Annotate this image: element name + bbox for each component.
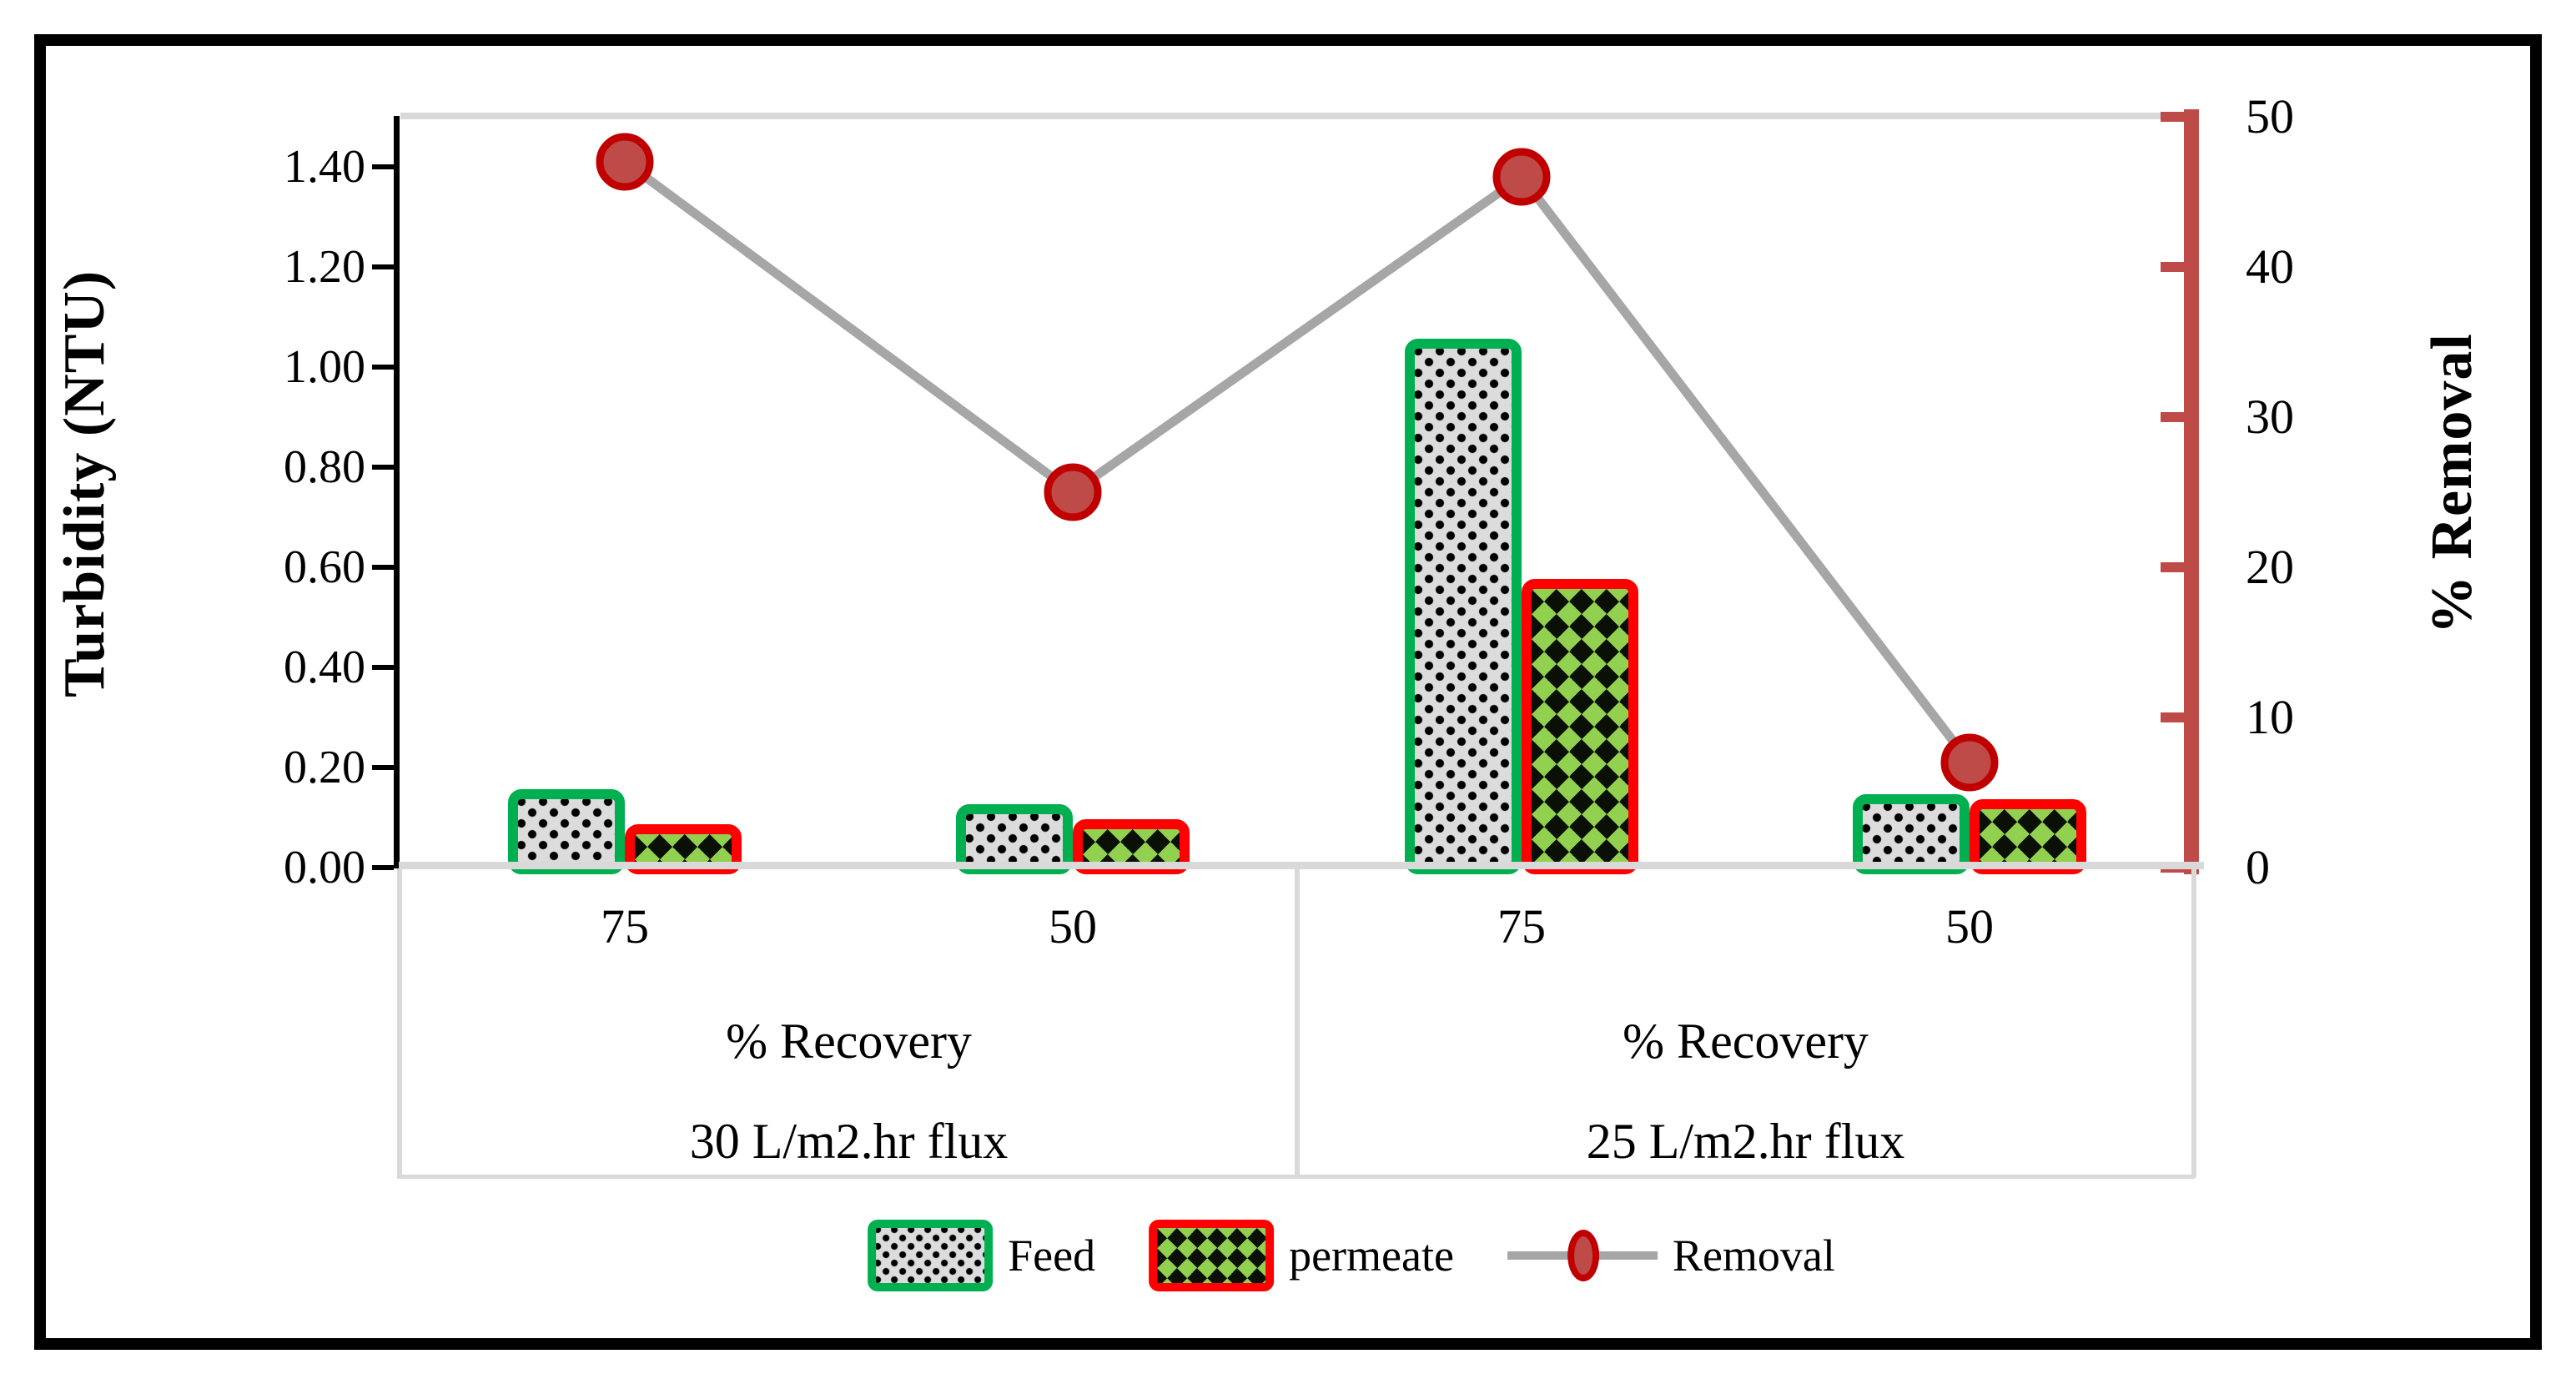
left-axis-tick-label: 1.00 bbox=[284, 341, 365, 393]
left-axis-tick bbox=[372, 665, 394, 670]
removal-marker bbox=[1940, 733, 1999, 792]
right-axis-tick-label: 10 bbox=[2246, 690, 2294, 744]
left-axis-tick bbox=[372, 264, 394, 269]
legend-item-removal: Removal bbox=[1507, 1220, 1835, 1291]
left-axis-tick bbox=[372, 465, 394, 470]
left-axis-tick bbox=[372, 164, 394, 169]
permeate-swatch-icon bbox=[1149, 1220, 1275, 1291]
x-group-label-recovery: % Recovery bbox=[1623, 1014, 1869, 1069]
right-axis-tick bbox=[2161, 262, 2184, 272]
feed-bar bbox=[508, 789, 625, 874]
legend-item-feed: Feed bbox=[868, 1220, 1095, 1291]
removal-marker-icon bbox=[1567, 1230, 1599, 1281]
right-axis-tick bbox=[2161, 562, 2184, 572]
removal-marker bbox=[596, 133, 654, 191]
removal-marker bbox=[1492, 148, 1551, 206]
x-label-separator bbox=[1295, 868, 1300, 1177]
chart-outer-border bbox=[34, 34, 2542, 1350]
permeate-bar bbox=[625, 824, 742, 874]
removal-line-marker-icon bbox=[1507, 1220, 1658, 1291]
left-axis-tick-label: 0.40 bbox=[284, 642, 365, 693]
left-axis-tick-label: 0.60 bbox=[284, 541, 365, 593]
left-axis-tick-label: 1.20 bbox=[284, 241, 365, 293]
removal-marker bbox=[1044, 463, 1102, 521]
legend-label-permeate: permeate bbox=[1289, 1231, 1454, 1281]
x-category-label: 50 bbox=[1945, 899, 1994, 954]
removal-line bbox=[621, 158, 1974, 766]
right-y-axis-line bbox=[2184, 109, 2199, 874]
x-label-separator bbox=[397, 868, 402, 1177]
left-axis-tick bbox=[372, 765, 394, 770]
feed-swatch-icon bbox=[868, 1220, 994, 1291]
x-category-label: 50 bbox=[1049, 899, 1097, 954]
right-axis-tick-label: 40 bbox=[2246, 239, 2294, 294]
feed-bar bbox=[1405, 339, 1522, 874]
plot-top-border bbox=[400, 113, 2194, 119]
x-category-label: 75 bbox=[1497, 899, 1546, 954]
legend: Feed permeate Removal bbox=[868, 1220, 1835, 1291]
x-category-label: 75 bbox=[601, 899, 649, 954]
right-axis-tick-label: 50 bbox=[2246, 89, 2294, 143]
feed-bar bbox=[1853, 794, 1970, 874]
x-group-label-flux: 30 L/m2.hr flux bbox=[689, 1114, 1009, 1169]
x-label-separator bbox=[2191, 868, 2196, 1177]
right-axis-tick bbox=[2161, 412, 2184, 422]
left-axis-tick bbox=[372, 365, 394, 370]
left-y-axis-line bbox=[394, 116, 400, 868]
feed-bar bbox=[956, 804, 1073, 874]
legend-label-removal: Removal bbox=[1672, 1231, 1835, 1281]
left-axis-tick-label: 0.20 bbox=[284, 742, 365, 793]
x-group-label-flux: 25 L/m2.hr flux bbox=[1586, 1114, 1905, 1169]
right-axis-tick-label: 30 bbox=[2246, 390, 2294, 444]
right-axis-tick bbox=[2161, 712, 2184, 722]
x-axis-line bbox=[399, 862, 2204, 869]
right-axis-tick-label: 20 bbox=[2246, 540, 2294, 594]
x-group-label-recovery: % Recovery bbox=[726, 1014, 972, 1069]
legend-item-permeate: permeate bbox=[1149, 1220, 1454, 1291]
legend-label-feed: Feed bbox=[1008, 1231, 1096, 1281]
left-axis-tick bbox=[372, 865, 394, 870]
left-axis-tick-label: 0.80 bbox=[284, 441, 365, 493]
left-axis-tick-label: 0.00 bbox=[284, 842, 365, 893]
right-axis-tick-label: 0 bbox=[2246, 840, 2270, 894]
x-label-bottom-border bbox=[397, 1175, 2196, 1179]
left-axis-tick-label: 1.40 bbox=[284, 141, 365, 193]
right-axis-tick bbox=[2161, 112, 2184, 122]
left-axis-tick bbox=[372, 565, 394, 570]
permeate-bar bbox=[1522, 579, 1638, 874]
